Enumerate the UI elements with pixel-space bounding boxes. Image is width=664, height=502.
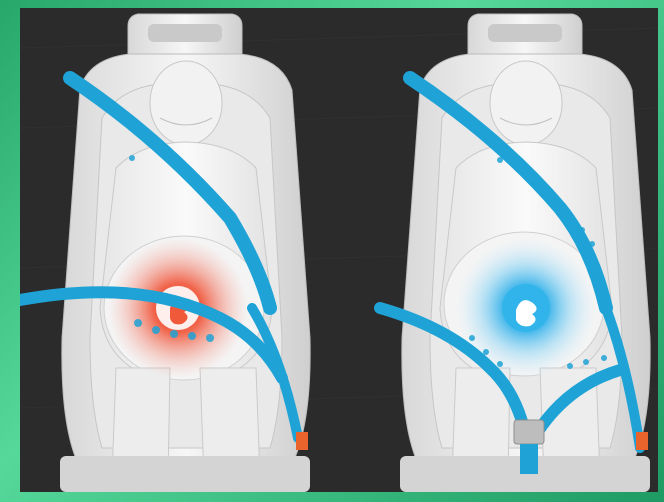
belt-buckle-right [636, 432, 648, 450]
belt-buckle [296, 432, 308, 450]
right-seat-panel [380, 14, 650, 492]
seatbelt-comparison-photo [20, 8, 658, 492]
seatbelt-illustration [20, 8, 658, 492]
